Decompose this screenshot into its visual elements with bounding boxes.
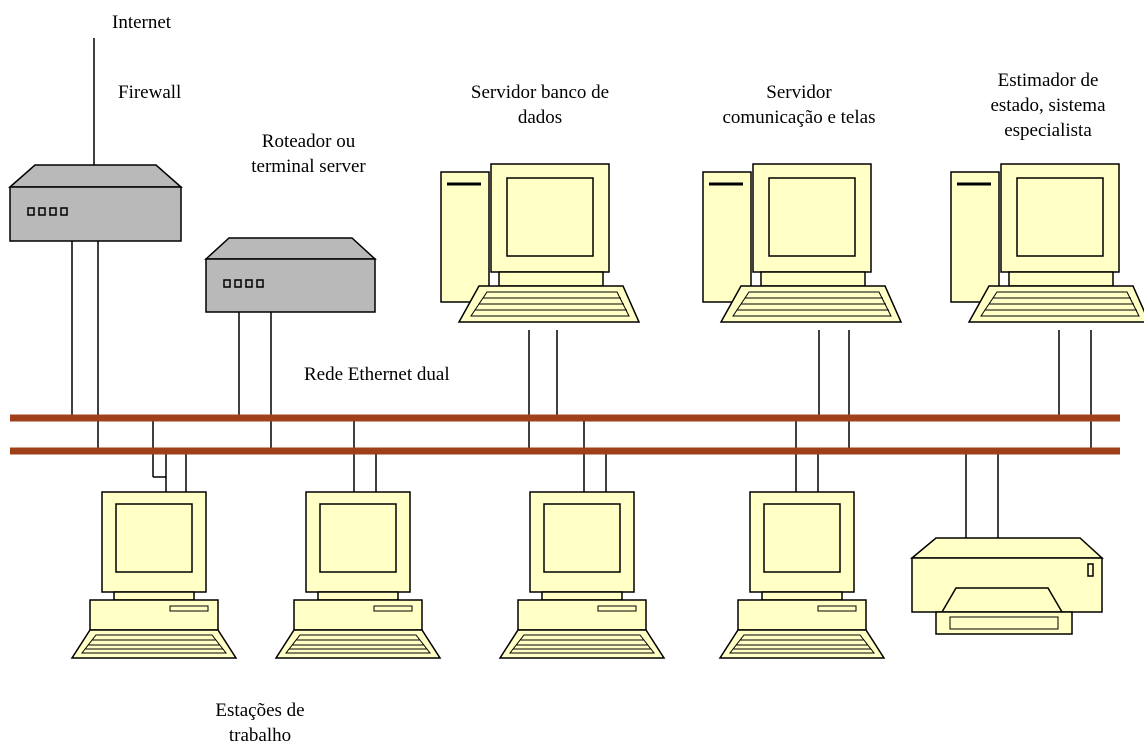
internet-label: Internet — [112, 12, 172, 33]
router-label-line-2: terminal server — [251, 156, 366, 177]
workstation-4-icon — [719, 491, 885, 659]
router-label: Roteador ou terminal server — [226, 129, 391, 179]
database-server-icon — [439, 162, 641, 324]
communication-server-icon — [701, 162, 903, 324]
firewall-label: Firewall — [118, 82, 182, 103]
workstation-3-icon — [499, 491, 665, 659]
comm-server-label-line-2: comunicação e telas — [722, 107, 876, 128]
workstations-label: Estações de trabalho — [180, 698, 340, 748]
estimator-label: Estimador de estado, sistema especialist… — [960, 68, 1136, 143]
connector-lines — [71, 38, 1092, 538]
router-label-line-1: Roteador ou — [261, 131, 356, 152]
workstations-label-line-1: Estações de — [215, 700, 305, 721]
estimator-label-line-2: estado, sistema — [990, 95, 1106, 116]
db-server-label-line-2: dados — [517, 107, 563, 128]
ethernet-bus — [10, 414, 1120, 455]
network-label: Rede Ethernet dual — [304, 364, 450, 385]
db-server-label-line-1: Servidor banco de — [470, 82, 610, 103]
firewall-device — [8, 164, 183, 242]
status-led-icon — [27, 207, 68, 216]
estimator-label-line-1: Estimador de — [997, 70, 1099, 91]
comm-server-label: Servidor comunicação e telas — [696, 80, 902, 130]
workstations-label-line-2: trabalho — [228, 725, 292, 746]
printer-icon — [909, 537, 1104, 635]
status-led-icon — [223, 279, 264, 288]
db-server-label: Servidor banco de dados — [436, 80, 644, 130]
router-device — [204, 237, 377, 313]
estimator-label-line-3: especialista — [1004, 120, 1092, 141]
estimator-server-icon — [949, 162, 1144, 324]
workstation-2-icon — [275, 491, 441, 659]
workstation-1-icon — [71, 491, 237, 659]
comm-server-label-line-1: Servidor — [766, 82, 832, 103]
